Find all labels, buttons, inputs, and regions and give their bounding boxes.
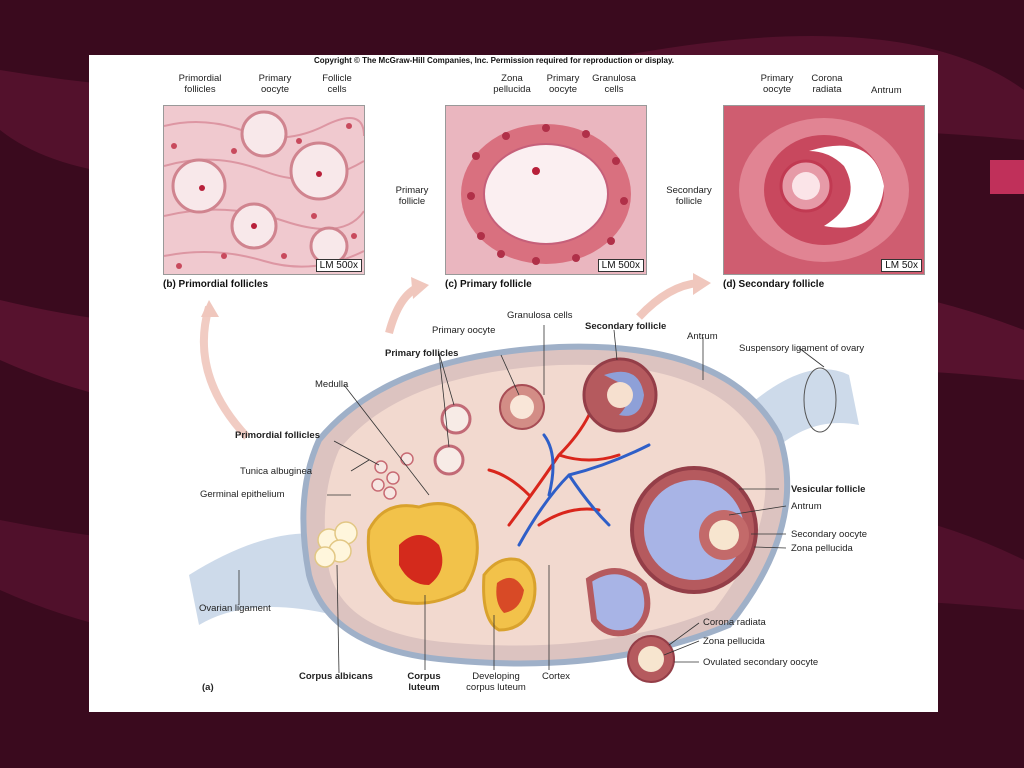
label-tunica-albuginea: Tunica albuginea [240, 466, 312, 477]
label-vesicular-follicle: Vesicular follicle [791, 484, 865, 495]
label-zona-pellucida-2: Zona pellucida [703, 636, 765, 647]
label-ovarian-ligament: Ovarian ligament [199, 603, 271, 614]
label-germinal-epithelium: Germinal epithelium [200, 489, 284, 500]
label-primary-oocyte: Primary oocyte [432, 325, 495, 336]
label-primordial-follicles: Primordial follicles [235, 430, 320, 441]
label-cortex: Cortex [542, 671, 570, 682]
label-medulla: Medulla [315, 379, 348, 390]
label-corpus-luteum: Corpus luteum [399, 671, 449, 693]
label-primary-follicles: Primary follicles [385, 348, 458, 359]
label-secondary-follicle: Secondary follicle [585, 321, 666, 332]
label-antrum-right: Antrum [791, 501, 822, 512]
figure-slide: Copyright © The McGraw-Hill Companies, I… [89, 55, 938, 712]
panel-letter-a: (a) [202, 682, 214, 693]
label-zona-pellucida: Zona pellucida [791, 543, 853, 554]
label-ovulated-secondary-oocyte: Ovulated secondary oocyte [703, 657, 818, 668]
label-corpus-albicans: Corpus albicans [299, 671, 373, 682]
label-corona-radiata: Corona radiata [703, 617, 766, 628]
label-secondary-oocyte: Secondary oocyte [791, 529, 867, 540]
label-granulosa-cells: Granulosa cells [507, 310, 572, 321]
label-developing-corpus-luteum: Developing corpus luteum [459, 671, 533, 693]
label-antrum-top: Antrum [687, 331, 718, 342]
label-suspensory-ligament: Suspensory ligament of ovary [739, 343, 864, 354]
